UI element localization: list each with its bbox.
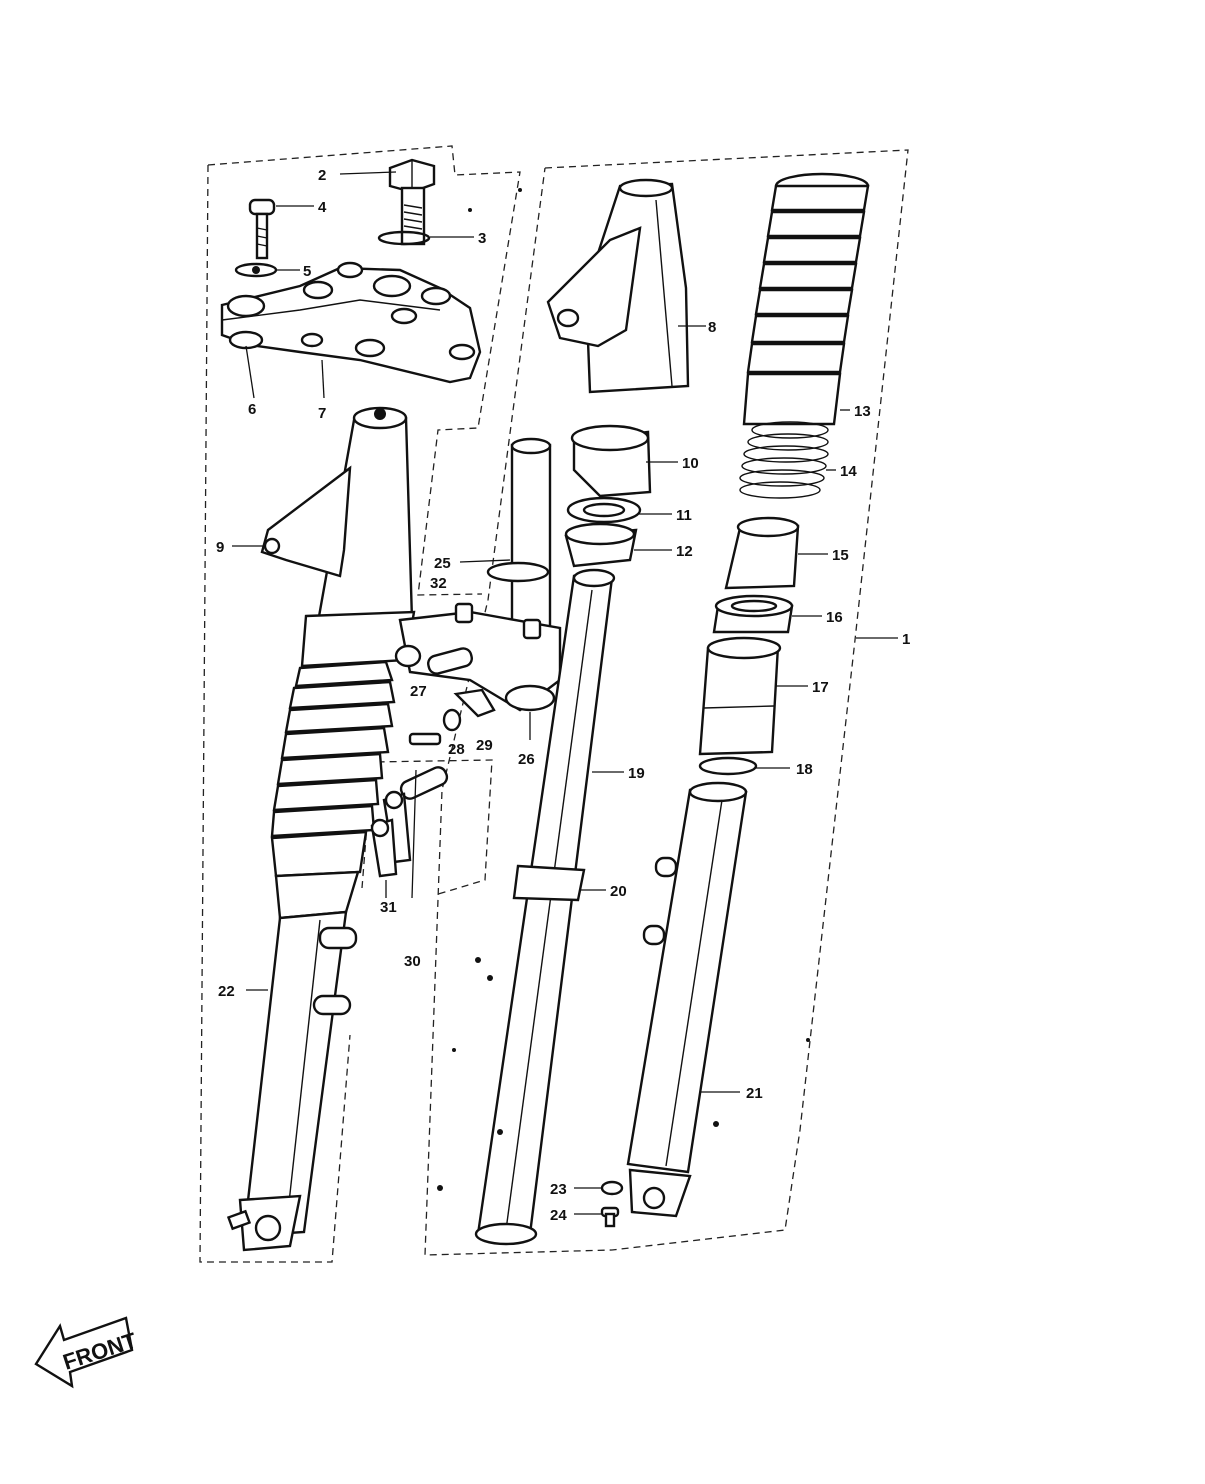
cap-15 <box>724 516 800 590</box>
outer-tube-21 <box>626 781 748 1218</box>
callout-22: 22 <box>218 983 235 1000</box>
callout-8: 8 <box>708 319 716 336</box>
bolt-2 <box>388 158 436 246</box>
headlight-bracket-8 <box>546 178 690 394</box>
bolt-4 <box>248 198 276 260</box>
callout-32: 32 <box>430 575 447 592</box>
washer-23 <box>600 1180 624 1196</box>
callout-14: 14 <box>840 463 857 480</box>
left-fork-assembly-9-22 <box>226 406 416 1252</box>
callout-24: 24 <box>550 1207 567 1224</box>
nut-17 <box>698 636 782 756</box>
callout-23: 23 <box>550 1181 567 1198</box>
callout-17: 17 <box>812 679 829 696</box>
callout-30: 30 <box>404 953 421 970</box>
spring-14 <box>739 421 829 499</box>
callout-labels: 1 2 3 4 5 6 7 8 9 10 11 12 13 14 15 16 1… <box>216 167 910 1224</box>
washer-3 <box>377 230 431 246</box>
callout-16: 16 <box>826 609 843 626</box>
screw-24 <box>600 1206 620 1228</box>
boot-13 <box>742 172 870 426</box>
callout-7: 7 <box>318 405 326 422</box>
callout-21: 21 <box>746 1085 763 1102</box>
callout-31: 31 <box>380 899 397 916</box>
top-bracket-6-7 <box>220 261 482 384</box>
callout-1: 1 <box>902 631 910 648</box>
steering-stem-25-26 <box>394 437 562 746</box>
callout-12: 12 <box>676 543 693 560</box>
callout-15: 15 <box>832 547 849 564</box>
callout-4: 4 <box>318 199 327 216</box>
callout-27: 27 <box>410 683 427 700</box>
callout-19: 19 <box>628 765 645 782</box>
callout-6: 6 <box>248 401 256 418</box>
steering-bearing-parts-10-12 <box>564 424 652 568</box>
callout-5: 5 <box>303 263 311 280</box>
callout-18: 18 <box>796 761 813 778</box>
inner-tube-19-20 <box>474 568 616 1246</box>
callout-25: 25 <box>434 555 451 572</box>
callout-13: 13 <box>854 403 871 420</box>
leader-lines <box>232 171 898 1215</box>
callout-26: 26 <box>518 751 535 768</box>
callout-3: 3 <box>478 230 486 247</box>
o-ring-18 <box>698 756 758 776</box>
seal-16 <box>712 594 794 634</box>
callout-9: 9 <box>216 539 224 556</box>
callout-2: 2 <box>318 167 326 184</box>
callout-10: 10 <box>682 455 699 472</box>
callout-28: 28 <box>448 741 465 758</box>
callout-20: 20 <box>610 883 627 900</box>
print-speckles <box>437 188 810 1191</box>
front-arrow: FRONT <box>34 1316 140 1389</box>
callout-29: 29 <box>476 737 493 754</box>
steering-lock-30-31 <box>370 766 449 878</box>
callout-11: 11 <box>676 507 692 524</box>
